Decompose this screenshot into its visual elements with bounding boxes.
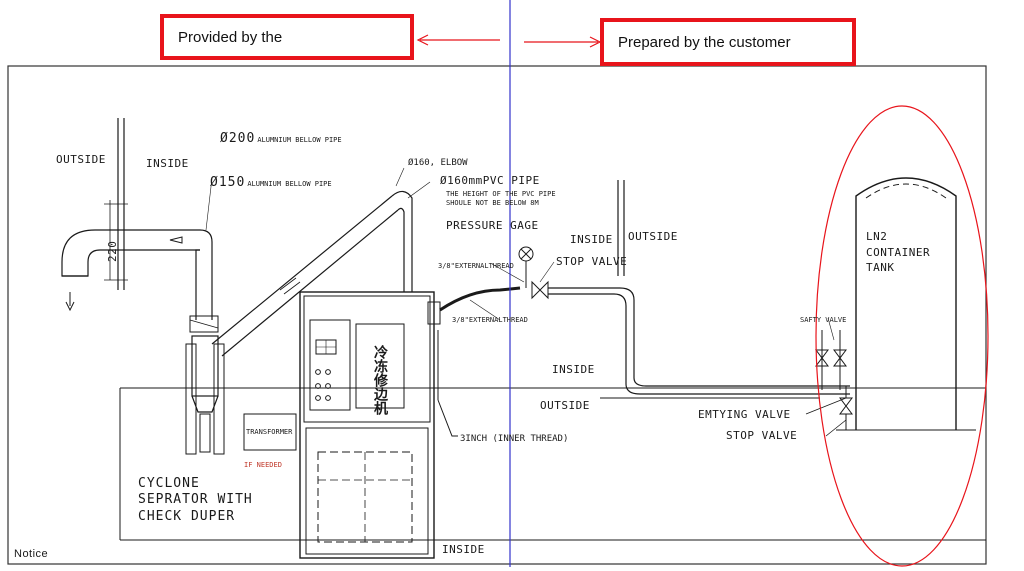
label-inside-mid: INSIDE <box>570 233 613 246</box>
label-inside-bottom: INSIDE <box>442 543 485 556</box>
label-thread-lower: 3/8"EXTERNALTHREAD <box>452 316 528 324</box>
transformer-box <box>243 413 297 451</box>
label-cyclone-2: SEPRATOR WITH <box>138 492 253 507</box>
cyclone-separator <box>191 335 219 397</box>
arrow-left-head <box>416 34 429 46</box>
label-stop-valve-upper: STOP VALVE <box>556 255 627 268</box>
label-tank: TANK <box>866 261 895 274</box>
label-dim-220: 220 <box>106 241 119 262</box>
label-emptying-valve: EMTYING VALVE <box>698 408 791 421</box>
tank-highlight-ellipse <box>815 105 989 567</box>
safety-valve-left <box>815 349 829 367</box>
label-safety-valve: SAFTY VALVE <box>800 316 846 324</box>
label-pvc-pipe: Ø160mmPVC PIPE <box>440 174 540 187</box>
label-inside-left: INSIDE <box>146 157 189 170</box>
label-cyclone-3: CHECK DUPER <box>138 509 235 524</box>
label-elbow: Ø160, ELBOW <box>408 157 468 168</box>
callout-prepared-by-customer: Prepared by the customer <box>600 18 856 66</box>
callout-provided-by-text: Provided by the <box>178 28 283 46</box>
label-outside-right: OUTSIDE <box>540 399 590 412</box>
label-cyclone-1: CYCLONE <box>138 476 200 491</box>
label-outside-mid: OUTSIDE <box>628 230 678 243</box>
label-if-needed: IF NEEDED <box>244 461 282 469</box>
label-machine-cn: 冷冻修边机 <box>372 344 389 416</box>
label-transformer: TRANSFORMER <box>246 428 293 436</box>
label-pvc-note-2: SHOULE NOT BE BELOW 8M <box>446 199 539 207</box>
exhaust-elbow <box>61 229 200 277</box>
stop-valve-upper-symbol <box>531 280 549 300</box>
label-thread-upper: 3/8"EXTERNALTHREAD <box>438 262 514 270</box>
label-ln2: LN2 <box>866 230 887 243</box>
label-stop-valve-lower: STOP VALVE <box>726 429 797 442</box>
ln2-hose <box>439 286 521 312</box>
callout-provided-by: Provided by the <box>160 14 414 60</box>
label-outside-left: OUTSIDE <box>56 153 106 166</box>
emptying-valve-symbol <box>839 397 853 415</box>
freezing-deflashing-machine <box>299 291 435 559</box>
label-inside-right: INSIDE <box>552 363 595 376</box>
safety-valve-right <box>833 349 847 367</box>
label-pressure-gage: PRESSURE GAGE <box>446 219 539 232</box>
label-notice: Notice <box>14 548 48 560</box>
ln2-container-tank <box>855 177 957 430</box>
label-pvc-note-1: THE HEIGHT OF THE PVC PIPE <box>446 190 556 198</box>
callout-prepared-by-customer-text: Prepared by the customer <box>618 33 791 51</box>
label-inch-thread: 3INCH (INNER THREAD) <box>460 434 568 444</box>
label-container: CONTAINER <box>866 246 930 259</box>
drawing-frame <box>7 65 987 565</box>
